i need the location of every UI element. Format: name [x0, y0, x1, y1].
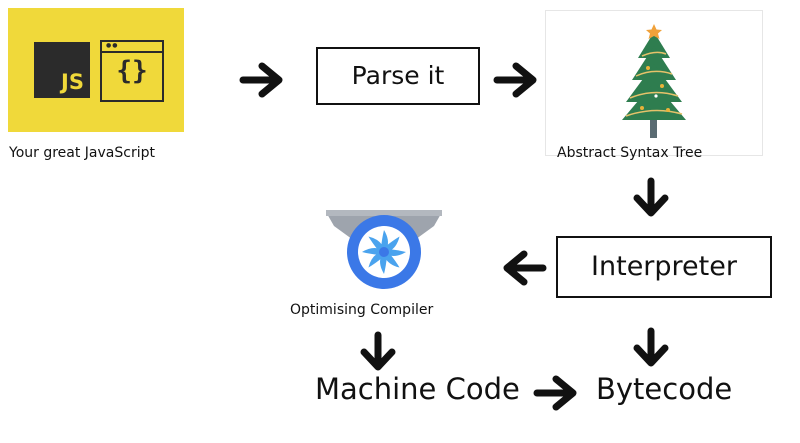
- arrow-right-icon: [533, 375, 577, 411]
- js-badge-text: JS: [61, 70, 84, 94]
- code-window-titlebar: ●●: [102, 42, 162, 53]
- code-braces-glyph: {}: [116, 56, 148, 86]
- javascript-logo: JS ●● {}: [8, 8, 184, 132]
- arrow-down-icon: [360, 331, 396, 371]
- javascript-caption: Your great JavaScript: [9, 145, 155, 161]
- interpreter-step-label: Interpreter: [591, 251, 737, 282]
- js-badge: JS: [34, 42, 90, 98]
- parse-step-box: Parse it: [316, 47, 480, 105]
- arrow-right-icon: [493, 62, 537, 98]
- parse-step-label: Parse it: [351, 61, 445, 90]
- christmas-tree-icon: [622, 24, 686, 138]
- machine-code-label: Machine Code: [315, 372, 520, 406]
- ast-caption: Abstract Syntax Tree: [557, 145, 703, 161]
- turbofan-icon: [326, 210, 442, 289]
- interpreter-step-box: Interpreter: [556, 236, 772, 298]
- code-window-icon: ●● {}: [100, 40, 164, 102]
- arrow-down-icon: [633, 327, 669, 367]
- bytecode-label: Bytecode: [596, 372, 733, 406]
- arrow-right-icon: [239, 62, 283, 98]
- arrow-left-icon: [503, 250, 547, 286]
- window-dots-icon: ●●: [106, 42, 119, 49]
- arrow-down-icon: [633, 177, 669, 217]
- compiler-caption: Optimising Compiler: [290, 302, 434, 318]
